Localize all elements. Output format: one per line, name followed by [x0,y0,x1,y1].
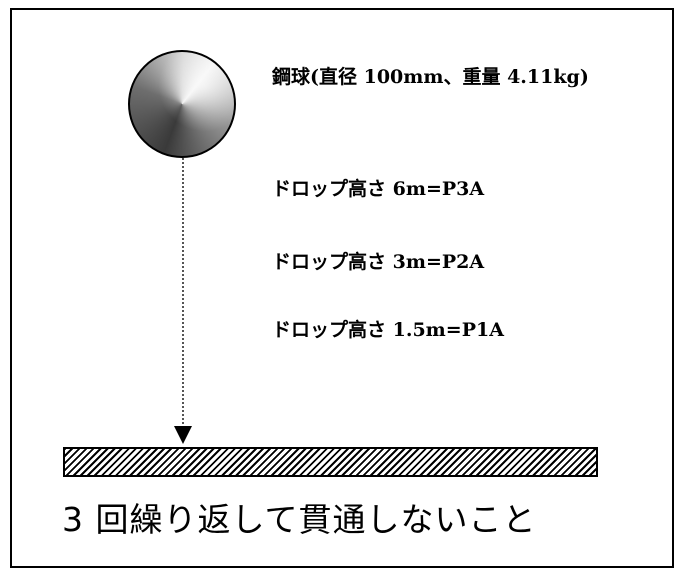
drop-height-1-5m-label: ドロップ高さ 1.5m=P1A [272,319,504,341]
drop-path-line [182,158,184,428]
drop-height-6m-label: ドロップ高さ 6m=P3A [272,178,485,200]
test-requirement-text: 3 回繰り返して貫通しないこと [62,500,537,539]
steel-ball [128,50,236,158]
drop-arrow-icon [174,426,192,444]
ball-spec-label: 鋼球(直径 100mm、重量 4.11kg) [272,66,589,88]
glass-test-plate [63,447,598,477]
drop-height-3m-label: ドロップ高さ 3m=P2A [272,251,485,273]
diagram-frame [10,8,674,568]
